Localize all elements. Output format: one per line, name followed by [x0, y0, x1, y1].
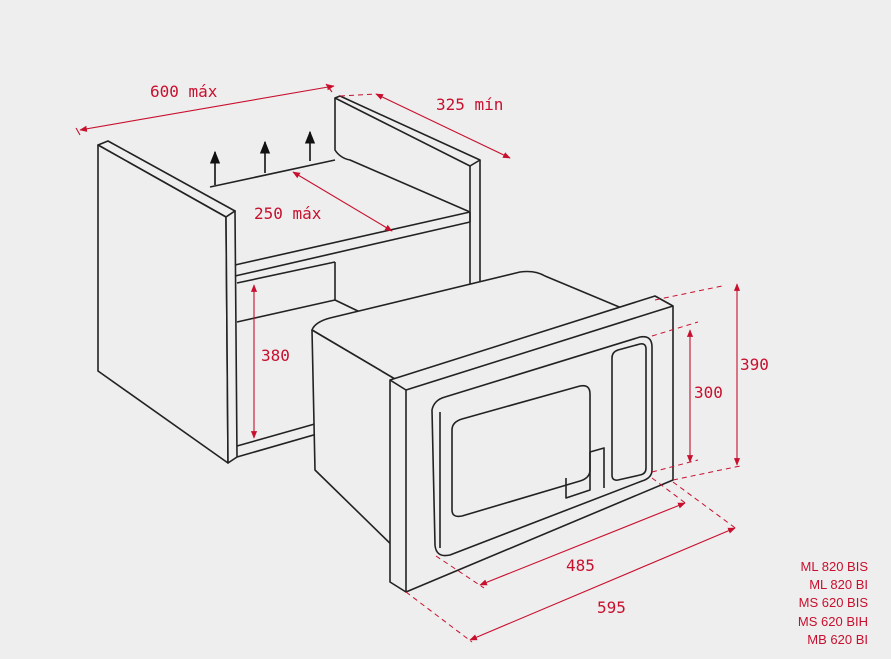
label-niche-height: 380 — [261, 346, 290, 365]
model-item: MS 620 BIS — [799, 595, 869, 610]
dim-line-vent-max — [292, 171, 393, 232]
dim-line-frame-width — [469, 527, 736, 641]
label-depth-min: 325 mín — [436, 95, 503, 114]
dim-line-depth-min — [375, 93, 511, 159]
model-item: ML 820 BI — [809, 577, 868, 592]
label-width-max: 600 máx — [150, 82, 218, 101]
dim-line-width-max — [79, 84, 335, 132]
label-appliance-height: 300 — [694, 383, 723, 402]
model-item: ML 820 BIS — [801, 559, 869, 574]
dimension-labels: 600 máx 325 mín 250 máx 380 390 300 485 … — [150, 82, 769, 617]
label-vent-max: 250 máx — [254, 204, 322, 223]
model-item: MS 620 BIH — [798, 614, 868, 629]
dimension-lines — [75, 83, 741, 643]
vent-arrows — [209, 130, 316, 185]
microwave — [311, 270, 674, 593]
model-item: MB 620 BI — [807, 632, 868, 647]
label-appliance-width: 485 — [566, 556, 595, 575]
label-frame-height: 390 — [740, 355, 769, 374]
cabinet — [97, 95, 481, 464]
model-list: ML 820 BIS ML 820 BI MS 620 BIS MS 620 B… — [798, 559, 868, 647]
label-frame-width: 595 — [597, 598, 626, 617]
